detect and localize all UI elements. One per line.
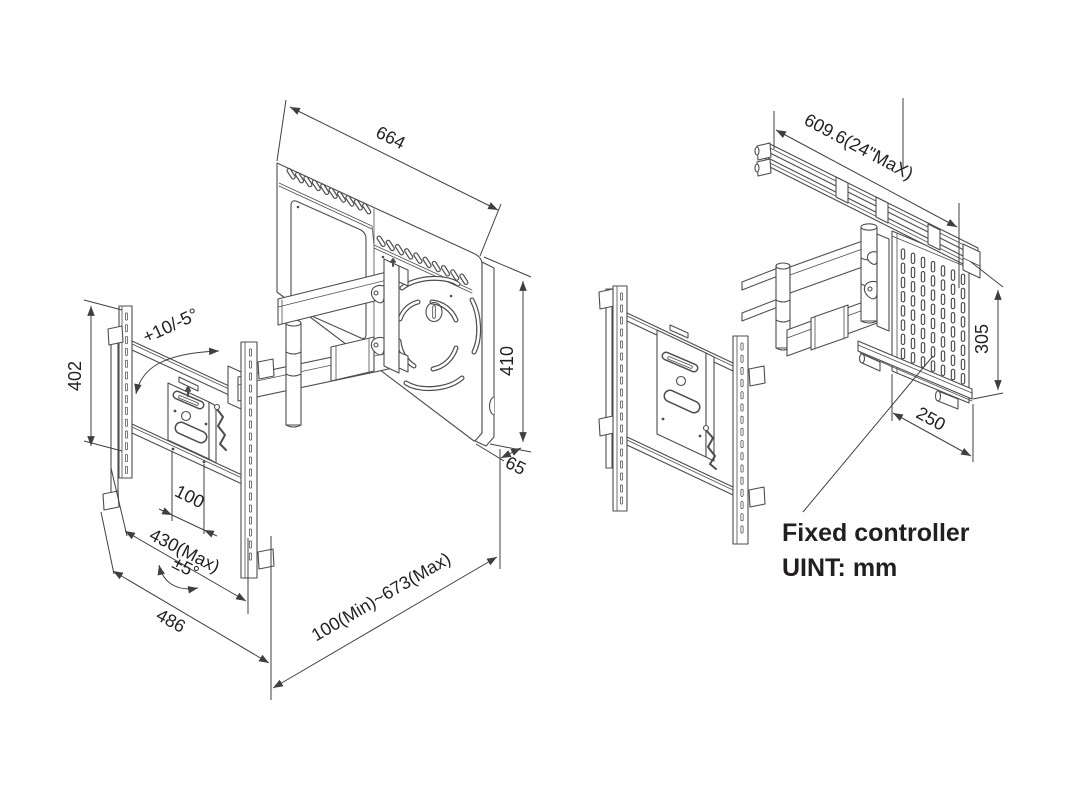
left-view: 664 402 410 65 100 bbox=[65, 99, 532, 700]
dim-plate-depth: 65 bbox=[475, 443, 529, 479]
dim-controller-plate-width: 250 bbox=[891, 374, 974, 462]
plate-hole bbox=[180, 410, 192, 422]
telescoping-sleeve bbox=[330, 336, 375, 382]
telescoping-sleeve bbox=[810, 304, 849, 351]
dim-label-wall-span: 486 bbox=[153, 605, 189, 637]
articulating-arms-right bbox=[741, 223, 890, 357]
dim-wall-rail-height: 402 bbox=[65, 299, 123, 452]
rail-end-cap bbox=[598, 415, 615, 437]
rail-clip bbox=[927, 223, 941, 251]
upper-arm bbox=[789, 238, 869, 294]
controller-bottom-rail bbox=[857, 340, 973, 410]
plate-hole bbox=[675, 375, 687, 387]
right-view: 609.6(24"MaX) 305 250 Fixed controller U… bbox=[598, 98, 1004, 582]
adapter-plate-slots bbox=[661, 351, 701, 414]
grommet-hole bbox=[425, 301, 443, 323]
gusset bbox=[866, 251, 878, 265]
perforation-slots bbox=[900, 248, 966, 385]
rail-end-cap bbox=[102, 490, 120, 511]
dim-extension-range: 100(Min)~673(Max) bbox=[272, 449, 501, 689]
wall-rail-right bbox=[732, 335, 749, 545]
rail-end-cap bbox=[598, 288, 615, 310]
rail-end-cap bbox=[748, 486, 766, 508]
latch-lever bbox=[705, 429, 717, 470]
wall-rail-back bbox=[605, 288, 613, 469]
elbow-post bbox=[860, 226, 878, 322]
latch-lever bbox=[216, 408, 227, 451]
controller-plate bbox=[891, 230, 970, 404]
wall-plate-assembly bbox=[102, 305, 275, 579]
rail-end-cap bbox=[107, 325, 124, 346]
dim-label-plate-height: 410 bbox=[497, 346, 517, 376]
wall-plate-assembly-right bbox=[598, 285, 766, 545]
dim-label-extension-range: 100(Min)~673(Max) bbox=[308, 548, 454, 645]
dim-controller-plate-height: 305 bbox=[970, 261, 1004, 400]
link-bar bbox=[741, 267, 779, 291]
dim-label-wall-rail-height: 402 bbox=[65, 361, 85, 391]
elbow-post bbox=[285, 322, 302, 426]
rail-end-bracket bbox=[962, 243, 981, 279]
dim-plate-height: 410 bbox=[483, 256, 532, 453]
gusset bbox=[863, 280, 878, 300]
callout-leader-line bbox=[802, 355, 934, 513]
dim-label-controller-plate-width: 250 bbox=[913, 403, 949, 435]
adapter-plate-slots bbox=[172, 390, 208, 444]
dim-label-plate-depth: 65 bbox=[502, 452, 529, 479]
dim-label-plate-width: 664 bbox=[373, 122, 409, 153]
plate-arm-bracket bbox=[876, 233, 890, 332]
tv-plate-side-face bbox=[474, 261, 495, 447]
rail-end-cap bbox=[748, 365, 766, 387]
dim-label-vesa-spacing: 100 bbox=[172, 481, 208, 512]
rail-end-cap bbox=[257, 548, 275, 570]
articulating-arms bbox=[227, 258, 409, 428]
unit-note: UINT: mm bbox=[782, 554, 897, 582]
wall-rail-left bbox=[612, 285, 628, 512]
tv-plate-side-notch bbox=[488, 396, 495, 416]
plate-arm-bracket bbox=[383, 258, 400, 374]
rail-end-cap bbox=[257, 358, 275, 380]
link-bar bbox=[741, 298, 779, 322]
dim-label-controller-plate-height: 305 bbox=[972, 324, 992, 354]
wall-rail-back bbox=[110, 333, 119, 503]
callout-label: Fixed controller bbox=[782, 519, 970, 547]
dim-label-tilt-range: +10/-5° bbox=[140, 304, 202, 347]
